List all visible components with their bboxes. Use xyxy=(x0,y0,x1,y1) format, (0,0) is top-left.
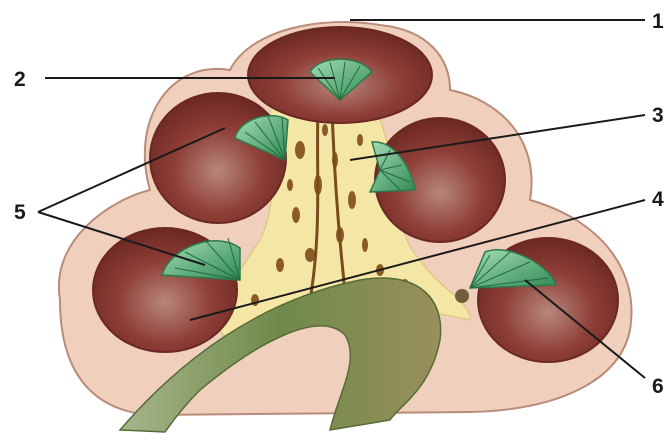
callout-2: 2 xyxy=(14,68,26,91)
callout-4: 4 xyxy=(652,188,664,211)
small-node xyxy=(455,289,469,303)
callout-6: 6 xyxy=(652,375,664,398)
callout-3: 3 xyxy=(652,104,664,127)
chamber-upper-left xyxy=(150,93,286,223)
callout-5: 5 xyxy=(14,201,26,224)
callout-1: 1 xyxy=(652,10,664,33)
